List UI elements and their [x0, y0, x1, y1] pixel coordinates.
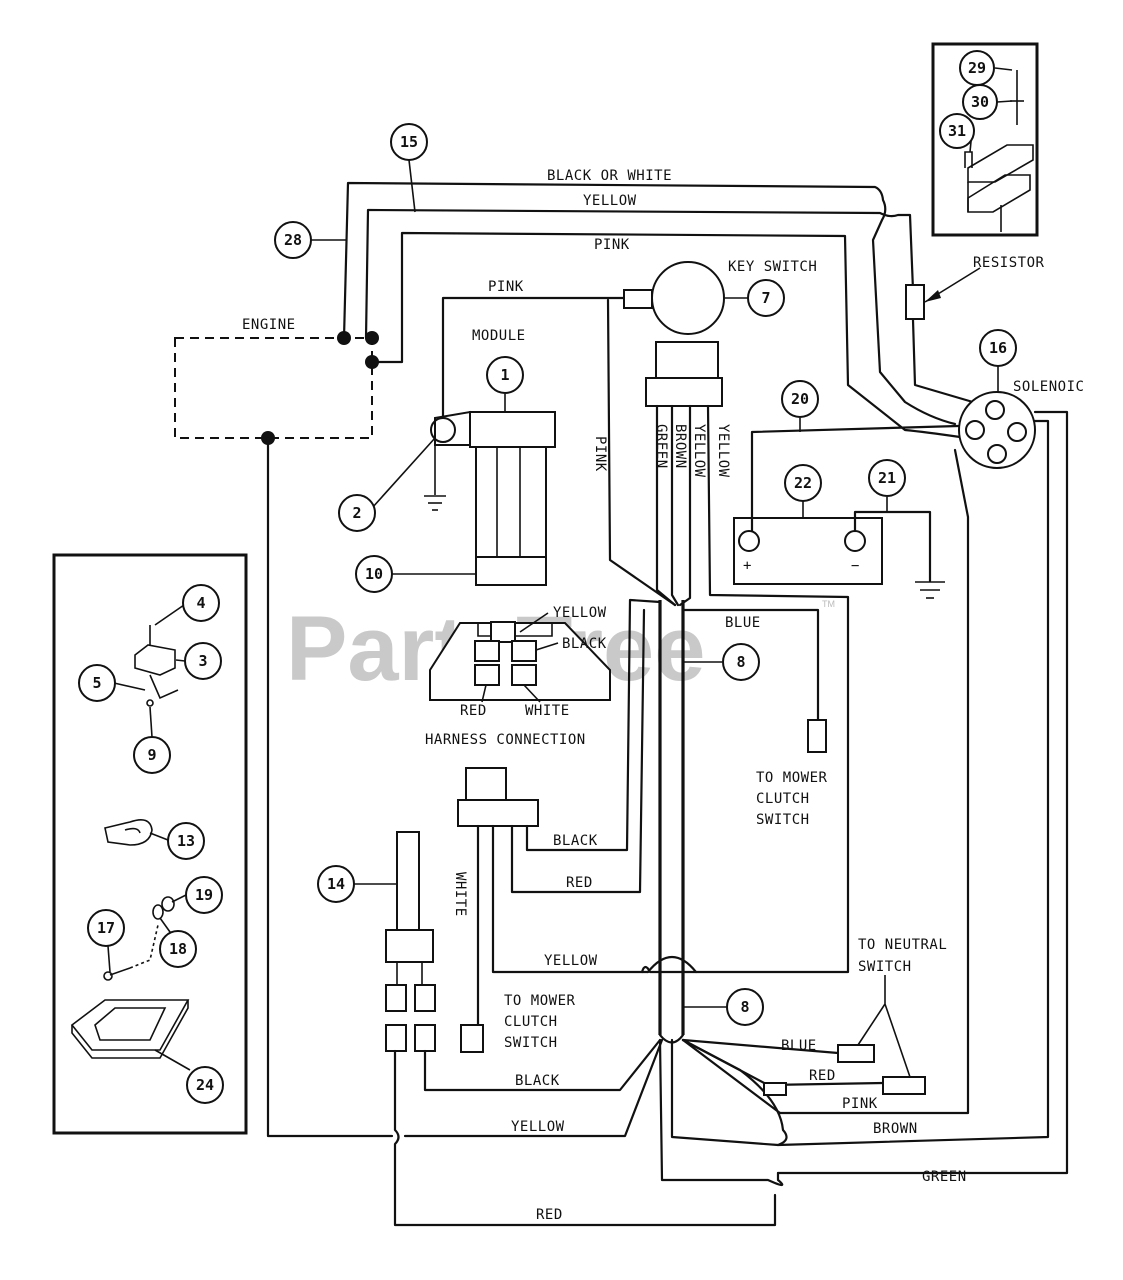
callout-circle [390, 123, 428, 161]
callout-8b: 8 [740, 998, 749, 1016]
callout-19: 19 [195, 886, 213, 904]
callout-20: 20 [791, 390, 809, 408]
callout-30: 30 [971, 93, 989, 111]
callout-24: 24 [196, 1076, 214, 1094]
pin-label-black: BLACK [562, 636, 607, 652]
wire-label-white-vertical: WHITE [452, 872, 468, 917]
wire-label-blue-upper: BLUE [725, 615, 761, 631]
callout-8a: 8 [736, 653, 745, 671]
callout-22: 22 [794, 474, 812, 492]
wire-label-pink-module: PINK [488, 279, 524, 295]
wire-label-red-bottom: RED [536, 1207, 563, 1223]
callout-13: 13 [177, 832, 195, 850]
main-harness [646, 600, 698, 1044]
battery-minus: − [851, 558, 860, 574]
callout-numbers: 15 28 7 1 2 10 16 20 22 21 8 8 14 29 30 … [92, 59, 1007, 1094]
wire-label-black-or-white: BLACK OR WHITE [547, 168, 672, 184]
solenoid-label: SOLENOIC [1013, 379, 1084, 395]
splice-dot [337, 331, 351, 345]
wire-label-yellow-vertical: YELLOW [691, 424, 707, 478]
wire-label-yellow-mid: YELLOW [544, 953, 598, 969]
wire-label-pink-vertical: PINK [592, 436, 608, 472]
wire-label-yellow-vertical-2: YELLOW [715, 424, 731, 478]
callout-10: 10 [365, 565, 383, 583]
callout-3: 3 [198, 652, 207, 670]
callout-4: 4 [196, 594, 205, 612]
callout-18: 18 [169, 940, 187, 958]
wire-label-yellow-lower: YELLOW [511, 1119, 565, 1135]
engine-yellow-wire [266, 436, 394, 1138]
to-mower-clutch-b-l3: SWITCH [504, 1035, 558, 1051]
wire-label-pink-lower: PINK [842, 1096, 878, 1112]
to-mower-clutch-b-l2: CLUTCH [504, 1014, 558, 1030]
battery [733, 424, 960, 599]
wire-label-green-vertical: GREEN [653, 424, 669, 469]
pink-connector [763, 1082, 787, 1096]
module-label: MODULE [472, 328, 526, 344]
hardware-inset [52, 553, 248, 1135]
engine-label: ENGINE [242, 317, 296, 333]
callout-16: 16 [989, 339, 1007, 357]
resistor-label: RESISTOR [973, 255, 1045, 271]
to-mower-clutch-a-l2: CLUTCH [756, 791, 810, 807]
blue-wire-upper [681, 608, 820, 722]
callout-29: 29 [968, 59, 986, 77]
wire-label-black-mid: BLACK [553, 833, 598, 849]
to-mower-clutch-a-l3: SWITCH [756, 812, 810, 828]
harness-connection-label: HARNESS CONNECTION [425, 732, 586, 748]
wire-label-red-mid: RED [566, 875, 593, 891]
neutral-leader [857, 975, 911, 1078]
middle-connector [457, 598, 662, 1027]
callout-7: 7 [761, 289, 770, 307]
watermark-tm: TM [822, 599, 835, 609]
splice-dot [365, 331, 379, 345]
lower-fanout [403, 419, 1050, 1187]
to-neutral-switch-l1: TO NEUTRAL [858, 937, 947, 953]
pin-label-white: WHITE [525, 703, 570, 719]
callout-28: 28 [284, 231, 302, 249]
to-mower-clutch-a-l1: TO MOWER [756, 770, 828, 786]
key-switch [623, 261, 725, 407]
callout-15: 15 [400, 133, 418, 151]
wire-label-yellow-top: YELLOW [583, 193, 637, 209]
to-neutral-switch-l2: SWITCH [858, 959, 912, 975]
wire-label-brown-vertical: BROWN [672, 424, 688, 469]
neutral-connector-a [837, 1044, 875, 1063]
solenoid [776, 391, 1069, 1175]
wire-label-green-lower: GREEN [922, 1169, 967, 1185]
callout-21: 21 [878, 469, 896, 487]
callouts [78, 50, 1017, 1104]
top-wires [342, 181, 1002, 439]
engine [174, 337, 373, 439]
callout-31: 31 [948, 122, 966, 140]
mower-clutch-connector-a [807, 719, 827, 753]
callout-5: 5 [92, 674, 101, 692]
callout-9: 9 [147, 746, 156, 764]
pin-label-yellow: YELLOW [553, 605, 607, 621]
wire-label-pink-top: PINK [594, 237, 630, 253]
to-mower-clutch-b-l1: TO MOWER [504, 993, 576, 1009]
wire-label-black-lower: BLACK [515, 1073, 560, 1089]
callout-1: 1 [500, 366, 509, 384]
connector-14 [385, 831, 777, 1227]
resistor [905, 267, 981, 320]
splice-dot [365, 355, 379, 369]
wire-label-red-lower: RED [809, 1068, 836, 1084]
harness-connection [429, 612, 611, 703]
ignition-module [424, 296, 627, 586]
key-switch-label: KEY SWITCH [728, 259, 817, 275]
wire-label-brown-lower: BROWN [873, 1121, 918, 1137]
callout-2: 2 [352, 504, 361, 522]
pin-label-red: RED [460, 703, 487, 719]
battery-plus: + [743, 558, 752, 574]
wire-label-blue-lower: BLUE [781, 1038, 817, 1054]
mower-clutch-connector-b [460, 1024, 484, 1053]
callout-14: 14 [327, 875, 345, 893]
neutral-connector-b [882, 1076, 926, 1095]
resistor-inset [931, 42, 1039, 237]
callout-17: 17 [97, 919, 115, 937]
